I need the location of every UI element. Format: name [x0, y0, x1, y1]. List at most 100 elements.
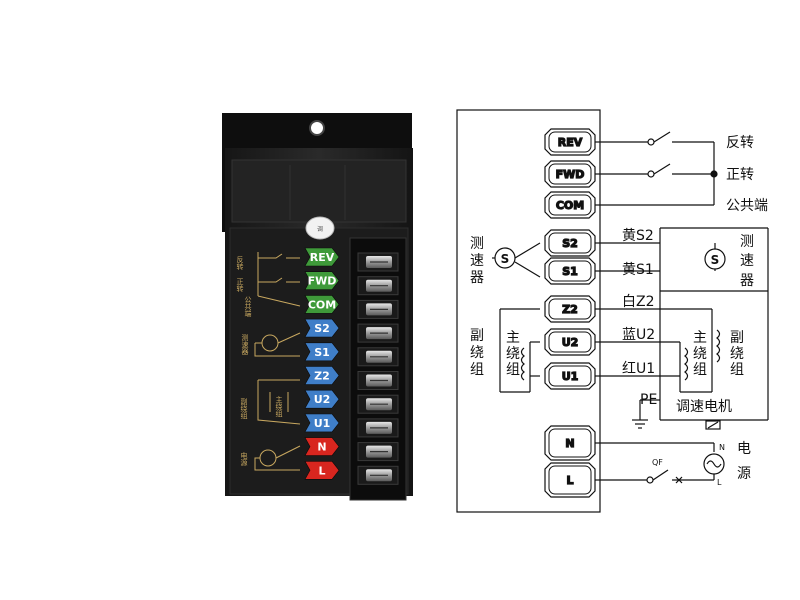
sensor-right-letter: S	[711, 253, 720, 267]
terminal-screws	[357, 252, 399, 485]
photo-badge-label: N	[317, 441, 326, 454]
label-main-left-2: 绕	[506, 346, 520, 362]
label-tach-left-1: 测	[470, 236, 484, 252]
label-reverse: 反转	[726, 135, 754, 151]
photo-badge-s2: S2	[304, 318, 340, 338]
terminal-screw	[357, 371, 399, 390]
mounting-hole	[309, 120, 325, 136]
diagram-terminal-label: N	[565, 437, 574, 450]
motor-frame	[632, 291, 768, 430]
controller-outline	[456, 109, 601, 513]
photo-label-tach: 测速器	[241, 334, 249, 356]
label-tach-left-3: 器	[470, 270, 484, 286]
terminal-screw	[357, 299, 399, 319]
diagram-terminal-label: S1	[562, 265, 578, 278]
label-qf: QF	[652, 458, 663, 467]
photo-badge-label: Z2	[314, 370, 330, 383]
diagram-terminal-com: COM	[544, 191, 601, 219]
label-power-2: 源	[737, 466, 751, 482]
label-main-left-1: 主	[506, 330, 520, 346]
label-wire-s2: 黄S2	[622, 227, 654, 244]
terminal-screw	[357, 323, 399, 343]
diagram-terminal-label: COM	[556, 199, 584, 212]
photo-badge-u2: U2	[304, 389, 340, 409]
winding-left	[499, 308, 540, 393]
label-wire-z2: 白Z2	[622, 294, 655, 310]
diagram-terminal-label: REV	[558, 136, 583, 149]
label-tach-left-2: 速	[470, 253, 484, 269]
photo-badge-label: S1	[314, 346, 330, 359]
terminal-screw	[357, 418, 399, 438]
label-pe: PE	[640, 392, 657, 408]
photo-label-fwd: 正转	[236, 278, 244, 293]
sensor-left-letter: S	[501, 252, 510, 266]
terminal-screw	[357, 465, 399, 485]
label-main-right-2: 绕	[693, 346, 707, 362]
diagram-terminal-label: U2	[562, 336, 579, 349]
photo-badge-u1: U1	[304, 413, 340, 433]
diagram-terminal-label: U1	[562, 370, 579, 383]
tach-wiring-right	[601, 227, 769, 420]
label-tach-right-2: 速	[740, 253, 754, 269]
terminal-screw	[357, 252, 399, 272]
photo-side-schematic	[254, 252, 301, 471]
label-common: 公共端	[726, 198, 768, 214]
photo-label-rev: 反转	[236, 255, 244, 271]
power-wiring	[601, 442, 725, 484]
knob-label: 调	[317, 225, 323, 233]
label-aux-left-1: 副	[470, 328, 484, 344]
photo-label-power: 电源	[240, 451, 248, 467]
photo-badge-label: FWD	[308, 275, 337, 288]
photo-badge-fwd: FWD	[304, 271, 340, 291]
label-tach-right-1: 测	[740, 234, 754, 250]
photo-label-com: 公共端	[244, 296, 252, 318]
controller-top-panel	[231, 159, 407, 223]
photo-label-main: 主绕组	[275, 395, 283, 417]
diagram-terminal-label: Z2	[562, 303, 578, 316]
photo-badge-com: COM	[304, 295, 340, 314]
photo-badge-rev: REV	[304, 247, 340, 267]
photo-badge-label: S2	[314, 322, 330, 335]
label-aux-left-2: 绕	[470, 345, 484, 361]
photo-badge-label: COM	[308, 298, 336, 311]
tach-sensor-left	[492, 242, 541, 278]
diagram-terminal-rev: REV	[544, 128, 601, 156]
label-main-right-1: 主	[693, 330, 707, 346]
diagram-terminal-fwd: FWD	[544, 160, 601, 188]
diagram-labels: 反转 正转 公共端 测 速 器 S 测 速 器 S 黄S2 黄S1 白Z2 蓝U…	[470, 135, 768, 487]
photo-label-aux: 副绕组	[240, 397, 248, 419]
label-n-mark: N	[719, 443, 725, 452]
label-power-1: 电	[737, 441, 751, 457]
label-main-left-3: 组	[506, 362, 520, 378]
photo-badge-label: L	[318, 464, 325, 477]
diagram-terminal-n: N	[544, 425, 601, 461]
label-aux-right-2: 绕	[730, 346, 744, 362]
label-aux-left-3: 组	[470, 362, 484, 378]
winding-right	[601, 308, 721, 393]
diagram-terminal-l: L	[544, 462, 601, 498]
label-wire-s1: 黄S1	[622, 261, 654, 278]
photo-badge-n: N	[304, 437, 340, 456]
diagram-terminal-label: FWD	[556, 168, 585, 181]
photo-badge-s1: S1	[304, 342, 340, 362]
label-forward: 正转	[726, 167, 754, 183]
label-aux-right-1: 副	[730, 330, 744, 346]
label-tach-right-3: 器	[740, 273, 754, 289]
diagram-terminal-u1: U1	[544, 362, 601, 390]
diagram-terminal-u2: U2	[544, 328, 601, 356]
diagram-terminal-label: S2	[562, 237, 578, 250]
label-wire-u1: 红U1	[622, 361, 655, 377]
label-main-right-3: 组	[693, 362, 707, 378]
label-wire-u2: 蓝U2	[622, 327, 655, 343]
photo-badge-z2: Z2	[304, 366, 340, 385]
speed-knob[interactable]	[305, 216, 335, 240]
photo-badge-label: REV	[310, 251, 335, 264]
diagram-terminal-z2: Z2	[544, 295, 601, 323]
terminal-screw	[357, 347, 399, 367]
terminal-screw	[357, 276, 399, 296]
diagram-terminal-s2: S2	[544, 229, 601, 257]
photo-badge-l: L	[304, 460, 340, 480]
